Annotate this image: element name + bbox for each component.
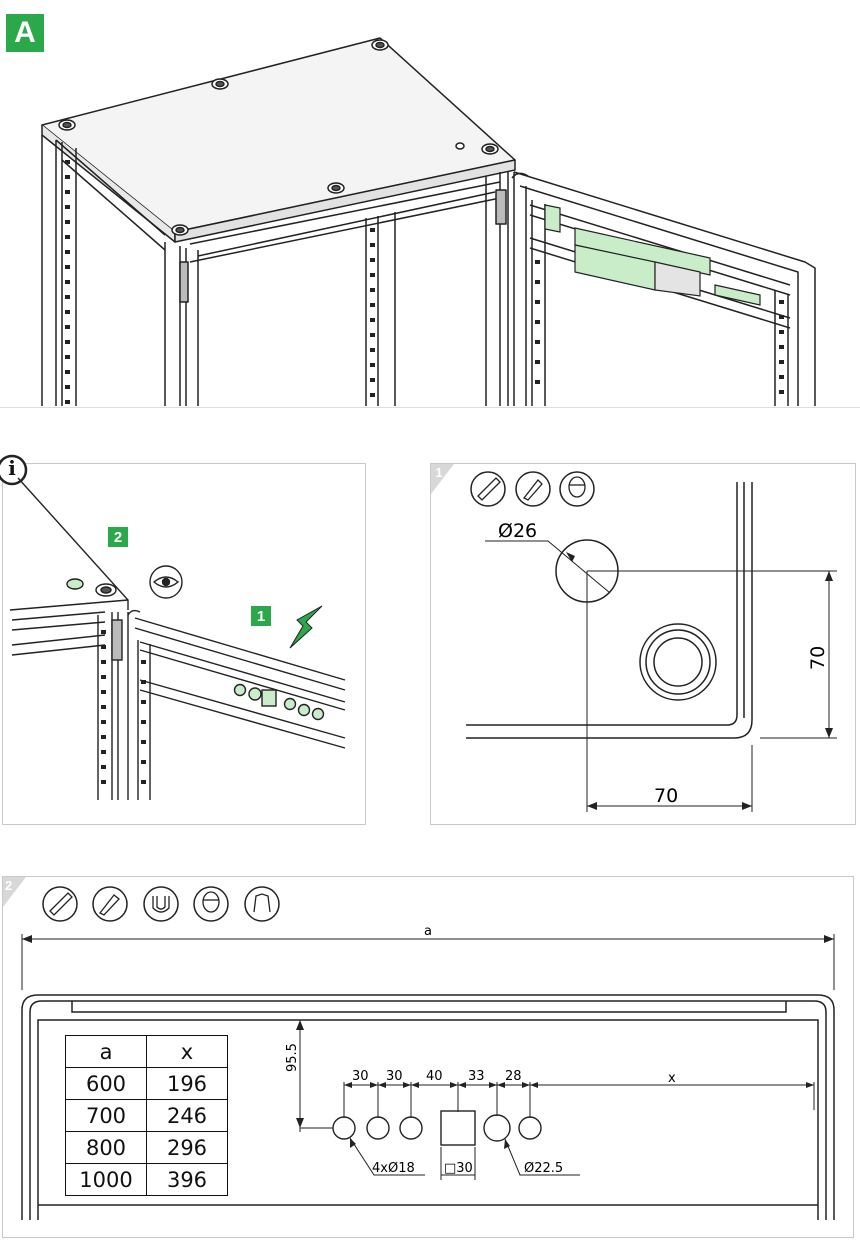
- safety-goggles-icon: [193, 886, 229, 922]
- dim-x: x: [668, 1071, 676, 1086]
- cabinet-overview-drawing: [41, 37, 816, 406]
- table-row: 800 296: [65, 1131, 228, 1164]
- detail-drawing: [0, 454, 346, 800]
- table-cell: 296: [146, 1131, 228, 1164]
- large-hole: [483, 1114, 511, 1142]
- holes-label: 4xØ18: [372, 1161, 415, 1176]
- info-icon: i: [8, 456, 16, 480]
- dim-spacing-2: 30: [386, 1069, 403, 1084]
- cutout-hole: [639, 623, 717, 701]
- square-cutout: [440, 1110, 476, 1146]
- hole-3: [399, 1116, 423, 1140]
- table-cell: 600: [65, 1067, 147, 1100]
- table-row: 700 246: [65, 1099, 228, 1132]
- dim-horizontal-70: 70: [654, 785, 678, 807]
- table-row: 600 196: [65, 1067, 228, 1100]
- dim-vertical-70: 70: [807, 646, 829, 670]
- table-cell: 246: [146, 1099, 228, 1132]
- post-perforations: [65, 160, 784, 404]
- magnet-icon: [143, 886, 179, 922]
- square-label: □30: [444, 1161, 473, 1176]
- dim-spacing-5: 28: [505, 1069, 522, 1084]
- info-icon-ring: [0, 454, 28, 486]
- safety-goggles-icon: [559, 471, 595, 507]
- callout-1-badge: 1: [251, 606, 271, 626]
- door-devices: [544, 204, 761, 306]
- dim-spacing-3: 40: [426, 1069, 443, 1084]
- detail-panel: [2, 463, 366, 825]
- dim-height-95-5: 95.5: [285, 1043, 300, 1072]
- left-post: [41, 135, 77, 406]
- table-cell: 396: [146, 1163, 228, 1196]
- roof-bolts: [58, 39, 499, 236]
- hole-diameter-label: Ø26: [498, 520, 537, 542]
- table-row: 1000 396: [65, 1163, 228, 1196]
- gloves-icon: [244, 886, 280, 922]
- table-cell: 800: [65, 1131, 147, 1164]
- hole-4: [518, 1116, 542, 1140]
- step1-number: 1: [435, 464, 443, 480]
- table-cell: 700: [65, 1099, 147, 1132]
- hole-2: [366, 1116, 390, 1140]
- step2-number: 2: [5, 878, 13, 893]
- step1-panel: [430, 463, 856, 825]
- measure-tool-icon: [42, 886, 78, 922]
- step1-drawing: Ø26 70 70: [431, 464, 837, 812]
- table-cell: 196: [146, 1067, 228, 1100]
- step-a-badge: A: [6, 14, 44, 52]
- dim-spacing-4: 33: [468, 1069, 485, 1084]
- drill-icon: [92, 886, 128, 922]
- large-hole-label: Ø22.5: [524, 1161, 563, 1176]
- front-post: [164, 242, 199, 406]
- dim-spacing-1: 30: [352, 1069, 369, 1084]
- callout-2-badge: 2: [108, 527, 128, 547]
- table-header-x: x: [146, 1035, 228, 1068]
- table-cell: 1000: [65, 1163, 147, 1196]
- insert-arrow-icon: [289, 605, 323, 649]
- dim-overall-a: a: [424, 924, 432, 939]
- table-header-a: a: [65, 1035, 147, 1068]
- table-header-row: a x: [65, 1035, 228, 1068]
- hole-1: [332, 1116, 356, 1140]
- open-door: [513, 171, 816, 406]
- dimension-table: a x 600 196 700 246 800 296 1000 396: [65, 1035, 228, 1196]
